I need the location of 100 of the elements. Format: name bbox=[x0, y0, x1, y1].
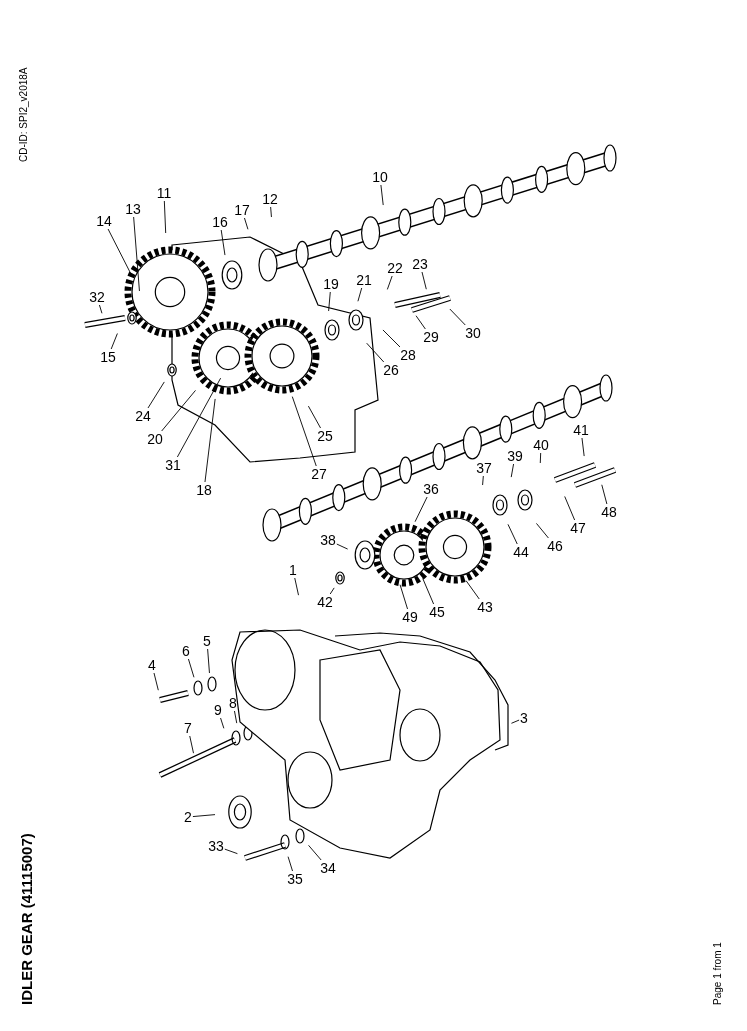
leader-line bbox=[244, 217, 249, 230]
callout-number: 33 bbox=[207, 838, 225, 854]
leader-line bbox=[536, 522, 549, 539]
leader-line bbox=[328, 291, 331, 312]
leader-line bbox=[133, 216, 140, 292]
callout-number: 2 bbox=[183, 809, 193, 825]
callout-number: 16 bbox=[211, 214, 229, 230]
leader-line bbox=[581, 437, 585, 457]
leader-line bbox=[270, 206, 272, 218]
callout-number: 3 bbox=[519, 710, 529, 726]
leader-line bbox=[153, 672, 159, 691]
callout-number: 26 bbox=[382, 362, 400, 378]
callout-number: 18 bbox=[195, 482, 213, 498]
callout-number: 22 bbox=[386, 260, 404, 276]
callout-number: 36 bbox=[422, 481, 440, 497]
callout-number: 32 bbox=[88, 289, 106, 305]
leader-line bbox=[163, 200, 167, 234]
callout-number: 15 bbox=[99, 349, 117, 365]
callout-number: 7 bbox=[183, 720, 193, 736]
callout-number: 19 bbox=[322, 276, 340, 292]
leader-line bbox=[204, 398, 216, 483]
callout-number: 17 bbox=[233, 202, 251, 218]
leader-line bbox=[308, 844, 322, 861]
leader-line bbox=[421, 271, 427, 290]
leader-line bbox=[366, 342, 385, 363]
leader-line bbox=[161, 389, 196, 432]
callout-number: 31 bbox=[164, 457, 182, 473]
leader-line bbox=[482, 475, 484, 486]
callout-number: 5 bbox=[202, 633, 212, 649]
callout-number: 24 bbox=[134, 408, 152, 424]
document-id: CD-ID: SPI2_v2018A bbox=[18, 67, 29, 162]
leader-line bbox=[224, 848, 238, 855]
page-number: Page 1 from 1 bbox=[712, 942, 723, 1005]
leader-line bbox=[510, 463, 515, 478]
callout-number: 10 bbox=[371, 169, 389, 185]
leader-line bbox=[110, 333, 118, 350]
callout-number: 35 bbox=[286, 871, 304, 887]
leader-line bbox=[287, 856, 293, 872]
leader-line bbox=[539, 452, 542, 464]
leader-line bbox=[220, 229, 226, 256]
callout-number: 12 bbox=[261, 191, 279, 207]
leader-line bbox=[329, 587, 335, 595]
callout-number: 48 bbox=[600, 504, 618, 520]
callout-number: 27 bbox=[310, 466, 328, 482]
leader-line bbox=[189, 735, 194, 754]
leader-line bbox=[307, 405, 321, 429]
leader-line bbox=[382, 329, 401, 348]
leader-line bbox=[187, 658, 195, 678]
callout-number: 21 bbox=[355, 272, 373, 288]
callout-number: 28 bbox=[399, 347, 417, 363]
leader-line bbox=[176, 377, 222, 458]
leader-line bbox=[564, 496, 576, 521]
leader-line bbox=[99, 304, 103, 314]
callout-number: 46 bbox=[546, 538, 564, 554]
leader-line bbox=[507, 523, 518, 545]
callout-number: 45 bbox=[428, 604, 446, 620]
leader-line bbox=[601, 484, 608, 505]
callout-number: 4 bbox=[147, 657, 157, 673]
leader-line bbox=[465, 580, 480, 600]
leader-line bbox=[294, 577, 299, 596]
leader-line bbox=[386, 275, 393, 290]
callout-number: 38 bbox=[319, 532, 337, 548]
leader-line bbox=[415, 315, 426, 330]
callout-number: 9 bbox=[213, 702, 223, 718]
callout-number: 40 bbox=[532, 437, 550, 453]
leader-line bbox=[336, 543, 349, 550]
callout-number: 13 bbox=[124, 201, 142, 217]
leader-line bbox=[291, 396, 317, 467]
leader-line bbox=[422, 578, 435, 605]
callout-number: 11 bbox=[155, 185, 173, 201]
callout-number: 6 bbox=[181, 643, 191, 659]
callout-number: 41 bbox=[572, 422, 590, 438]
callout-number: 47 bbox=[569, 520, 587, 536]
leader-line bbox=[449, 308, 466, 326]
leader-line bbox=[192, 814, 216, 818]
callout-number: 30 bbox=[464, 325, 482, 341]
leader-line bbox=[147, 381, 165, 409]
callout-number: 39 bbox=[506, 448, 524, 464]
leader-line bbox=[380, 184, 384, 206]
callout-number: 20 bbox=[146, 431, 164, 447]
leader-line bbox=[357, 287, 363, 302]
leader-line bbox=[220, 717, 225, 729]
leader-line bbox=[207, 648, 210, 674]
callout-number: 37 bbox=[475, 460, 493, 476]
callout-number: 29 bbox=[422, 329, 440, 345]
callout-number: 25 bbox=[316, 428, 334, 444]
callout-number: 43 bbox=[476, 599, 494, 615]
callout-number: 23 bbox=[411, 256, 429, 272]
callout-number: 14 bbox=[95, 213, 113, 229]
leader-line bbox=[414, 496, 428, 523]
leader-line bbox=[511, 719, 520, 724]
callout-number: 1 bbox=[288, 562, 298, 578]
callout-number: 8 bbox=[228, 695, 238, 711]
callout-number: 42 bbox=[316, 594, 334, 610]
callout-number: 34 bbox=[319, 860, 337, 876]
leader-line bbox=[107, 228, 132, 275]
callout-number: 49 bbox=[401, 609, 419, 625]
leader-line bbox=[399, 584, 408, 610]
leader-line bbox=[234, 710, 238, 724]
callout-number: 44 bbox=[512, 544, 530, 560]
